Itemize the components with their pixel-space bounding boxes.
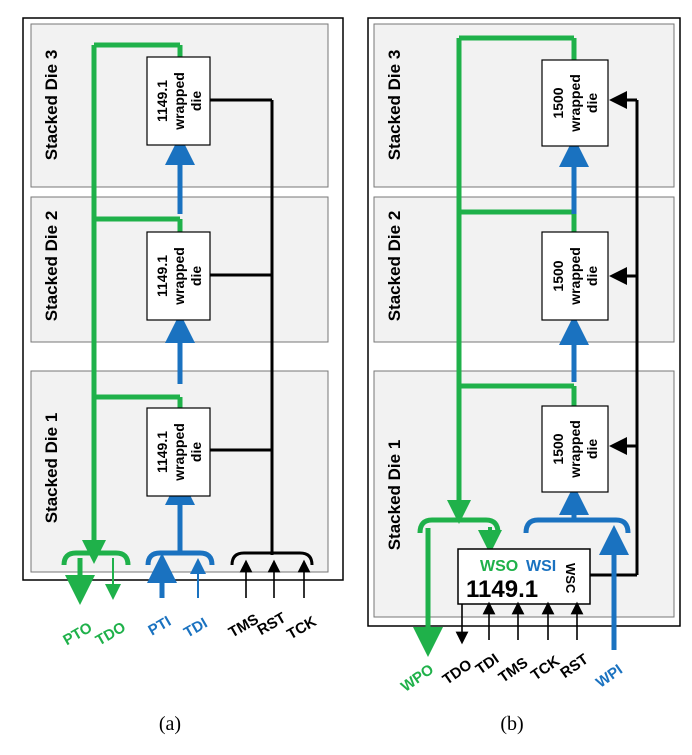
box-line-1: 1500 <box>550 260 566 291</box>
box-line-1: 1149.1 <box>154 255 170 297</box>
die-2-region <box>373 196 675 343</box>
pin-tdo: TDO <box>93 619 129 650</box>
figure-a: Stacked Die 3 Stacked Die 2 Stacked Die … <box>22 17 344 735</box>
box-line-2: wrapped <box>171 247 187 306</box>
wrapped-die-2: 1500 wrapped die <box>541 231 609 321</box>
wrapped-die-3: 1149.1 wrapped die <box>146 56 211 146</box>
black-bus-brace <box>230 551 314 566</box>
pin-tms: TMS <box>496 654 532 686</box>
wsc-label: WSC <box>563 563 578 594</box>
die-3-label: Stacked Die 3 <box>42 50 61 161</box>
box-line-3: die <box>584 439 600 459</box>
green-bypass-lines <box>91 42 183 548</box>
controller-name: 1149.1 <box>466 576 538 603</box>
black-control-lines <box>210 98 274 555</box>
green-bypass-lines <box>456 35 577 508</box>
tap-controller-1149-1: WSO WSI WSC 1149.1 <box>457 548 591 605</box>
box-line-2: wrapped <box>567 420 583 479</box>
box-line-2: wrapped <box>567 247 583 306</box>
box-line-3: die <box>188 442 204 462</box>
box-line-2: wrapped <box>567 74 583 133</box>
pin-tdi: TDI <box>181 615 210 642</box>
pin-wpi: WPI <box>593 661 626 691</box>
green-bus-brace <box>61 550 131 566</box>
pin-wpo: WPO <box>398 661 437 696</box>
caption-a: (a) <box>159 713 181 735</box>
figure-b: Stacked Die 3 Stacked Die 2 Stacked Die … <box>367 17 681 735</box>
wso-label: WSO <box>480 558 518 575</box>
die-2-label: Stacked Die 2 <box>42 211 61 322</box>
die-1-label: Stacked Die 1 <box>385 440 404 551</box>
pin-tdo: TDO <box>440 656 476 688</box>
box-line-1: 1500 <box>550 433 566 464</box>
box-line-1: 1149.1 <box>154 80 170 122</box>
box-line-3: die <box>584 93 600 113</box>
die-3-region <box>373 23 675 188</box>
green-bus-brace <box>417 517 501 534</box>
box-line-3: die <box>584 266 600 286</box>
box-line-1: 1500 <box>550 87 566 118</box>
caption-b: (b) <box>500 713 523 735</box>
pin-pto: PTO <box>60 619 95 649</box>
box-line-2: wrapped <box>171 72 187 131</box>
pin-pti: PTI <box>145 613 174 639</box>
wrapped-die-1: 1149.1 wrapped die <box>146 407 211 497</box>
wsi-label: WSI <box>526 558 556 575</box>
wrapped-die-2: 1149.1 wrapped die <box>146 231 211 321</box>
pin-rst: RST <box>557 651 591 682</box>
wrapped-die-1: 1500 wrapped die <box>541 405 609 493</box>
pin-rst: RST <box>255 609 289 639</box>
die-3-label: Stacked Die 3 <box>385 50 404 161</box>
die-1-label: Stacked Die 1 <box>42 413 61 524</box>
pin-tck: TCK <box>284 613 319 643</box>
box-line-3: die <box>188 266 204 286</box>
wrapped-die-3: 1500 wrapped die <box>541 59 609 147</box>
box-line-1: 1149.1 <box>154 431 170 473</box>
box-line-3: die <box>188 91 204 111</box>
die-2-label: Stacked Die 2 <box>385 211 404 322</box>
box-line-2: wrapped <box>171 423 187 482</box>
